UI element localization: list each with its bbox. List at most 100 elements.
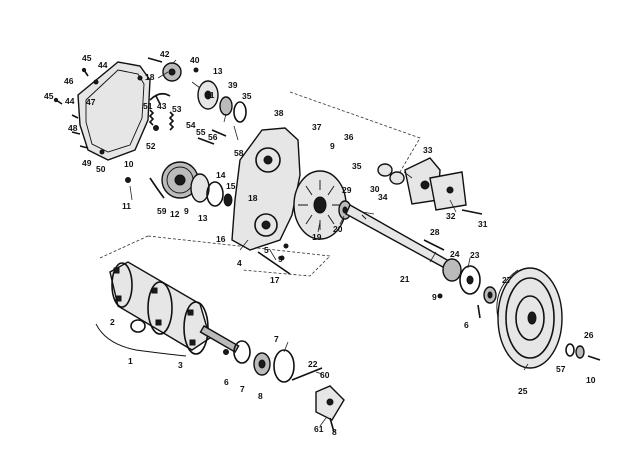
callout-18: 18	[248, 193, 258, 203]
bracket-bolt	[461, 209, 483, 215]
callout-2: 2	[110, 317, 115, 327]
callout-38: 38	[274, 108, 284, 118]
callout-9: 9	[432, 292, 437, 302]
callout-30: 30	[370, 184, 380, 194]
driven-pulley	[496, 267, 563, 369]
callout-32: 32	[446, 211, 456, 221]
callout-24: 24	[450, 249, 460, 259]
callout-42: 42	[160, 49, 170, 59]
callout-7: 7	[274, 334, 279, 344]
callout-13: 13	[198, 213, 208, 223]
callout-51: 51	[143, 101, 153, 111]
callout-3: 3	[178, 360, 183, 370]
shaft-bearing-group	[442, 258, 497, 304]
callout-6: 6	[464, 320, 469, 330]
callout-55: 55	[196, 127, 206, 137]
callout-34: 34	[378, 192, 388, 202]
callout-40: 40	[190, 55, 200, 65]
callout-58: 58	[234, 148, 244, 158]
callout-48: 48	[68, 123, 78, 133]
callout-52: 52	[146, 141, 156, 151]
callout-20: 20	[333, 224, 343, 234]
bearing-bolts	[437, 293, 481, 319]
bearing-bracket	[404, 157, 467, 211]
callout-50: 50	[96, 164, 106, 174]
washer-group-14-15	[190, 173, 233, 207]
callout-37: 37	[312, 122, 322, 132]
callout-14: 14	[216, 170, 226, 180]
callout-54: 54	[186, 120, 196, 130]
callout-7: 7	[240, 384, 245, 394]
upper-bearing-group	[193, 67, 247, 123]
chaincase-cover	[77, 61, 151, 161]
lower-bearing-stack	[223, 340, 323, 383]
callout-61: 61	[314, 424, 324, 434]
callout-29: 29	[342, 185, 352, 195]
shaft-key	[423, 239, 445, 251]
callout-18: 18	[145, 72, 155, 82]
callout-56: 56	[208, 132, 218, 142]
chain	[149, 177, 165, 199]
callout-12: 12	[170, 209, 180, 219]
callout-31: 31	[478, 219, 488, 229]
lower-sprocket	[161, 161, 199, 199]
drive-shaft	[345, 204, 457, 273]
callout-15: 15	[226, 181, 236, 191]
track-drive-sprockets	[109, 261, 240, 355]
callout-labels: 45 44 46 45 44 47 48 49 50 42 18 43 40 1…	[44, 49, 596, 437]
callout-11: 11	[122, 201, 131, 211]
brake-disc	[293, 170, 347, 240]
callout-1: 1	[128, 356, 133, 366]
group-outline-track	[99, 235, 149, 259]
callout-60: 60	[320, 370, 330, 380]
callout-39: 39	[228, 80, 238, 90]
callout-28: 28	[430, 227, 440, 237]
callout-45: 45	[82, 53, 92, 63]
callout-4: 4	[237, 258, 242, 268]
callout-33: 33	[423, 145, 433, 155]
callout-19: 19	[312, 232, 322, 242]
callout-22: 22	[308, 359, 318, 369]
callout-8: 8	[258, 391, 263, 401]
callout-13: 13	[213, 66, 223, 76]
callout-53: 53	[172, 104, 182, 114]
callout-49: 49	[82, 158, 92, 168]
group-outline-lower	[147, 235, 331, 277]
callout-6: 6	[224, 377, 229, 387]
tension-spring	[149, 92, 171, 105]
callout-27: 27	[502, 275, 512, 285]
callout-10: 10	[586, 375, 596, 385]
callout-21: 21	[400, 274, 410, 284]
axle-bearing-seal	[130, 319, 146, 333]
chaincase-housing	[231, 127, 301, 251]
callout-44: 44	[65, 96, 75, 106]
callout-25: 25	[518, 386, 528, 396]
callout-8: 8	[332, 427, 337, 437]
pulley-hardware	[565, 343, 601, 361]
callout-44: 44	[98, 60, 108, 70]
upper-sprocket	[147, 57, 182, 82]
callout-35: 35	[242, 91, 252, 101]
axle-group-bracket	[95, 323, 187, 357]
coil-springs	[148, 109, 175, 131]
callout-47: 47	[86, 97, 96, 107]
callout-36: 36	[344, 132, 354, 142]
callout-45: 45	[44, 91, 54, 101]
callout-59: 59	[157, 206, 167, 216]
leader-lines	[129, 59, 529, 427]
callout-17: 17	[270, 275, 280, 285]
housing-bolts	[257, 243, 291, 275]
callout-10: 10	[124, 159, 134, 169]
callout-41: 41	[205, 90, 215, 100]
callout-57: 57	[556, 364, 566, 374]
small-bolts-center	[125, 125, 227, 183]
callout-26: 26	[584, 330, 594, 340]
callout-9: 9	[278, 254, 283, 264]
callout-9: 9	[330, 141, 335, 151]
cover-bolts	[53, 67, 89, 149]
callout-5: 5	[264, 245, 269, 255]
group-outline-upper	[289, 91, 421, 173]
bracket-caps	[377, 163, 405, 185]
callout-23: 23	[470, 250, 480, 260]
